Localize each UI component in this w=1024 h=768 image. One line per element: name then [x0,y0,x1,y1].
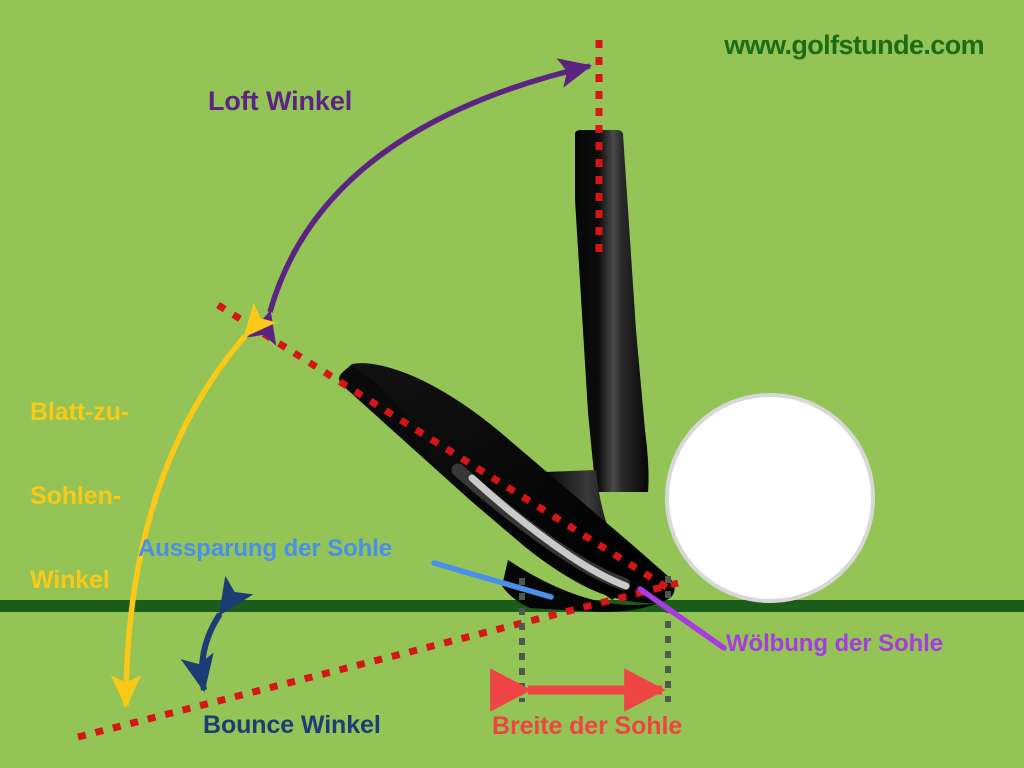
club-shaft [575,130,649,492]
club-head-highlight [468,474,630,590]
label-breite-der-sohle: Breite der Sohle [492,712,683,740]
site-watermark: www.golfstunde.com [724,30,984,60]
club-head [339,363,675,603]
label-woelbung-der-sohle: Wölbung der Sohle [726,630,943,657]
club-sole [502,560,660,612]
loft-angle-arc [247,58,593,346]
label-aussparung-der-sohle: Aussparung der Sohle [138,535,393,562]
label-blatt-line-1: Blatt-zu- [30,398,130,426]
club-head-highlight-soft [451,463,631,591]
woelbung-pointer-line [637,586,727,651]
sole-plane-guide [77,579,679,741]
label-blatt-line-2: Sohlen- [30,482,121,510]
label-bounce-winkel: Bounce Winkel [203,711,381,739]
label-blatt-line-3: Winkel [30,566,110,594]
aussparung-pointer-line [431,560,554,600]
ground-line [0,600,1024,612]
golf-ball [665,393,875,603]
label-blatt-zu-sohlen-winkel: Blatt-zu- Sohlen- Winkel [30,342,129,650]
bounce-angle-arc [180,575,254,693]
blatt-zu-sohlen-angle-arc [110,302,277,709]
label-loft-winkel: Loft Winkel [208,86,353,116]
